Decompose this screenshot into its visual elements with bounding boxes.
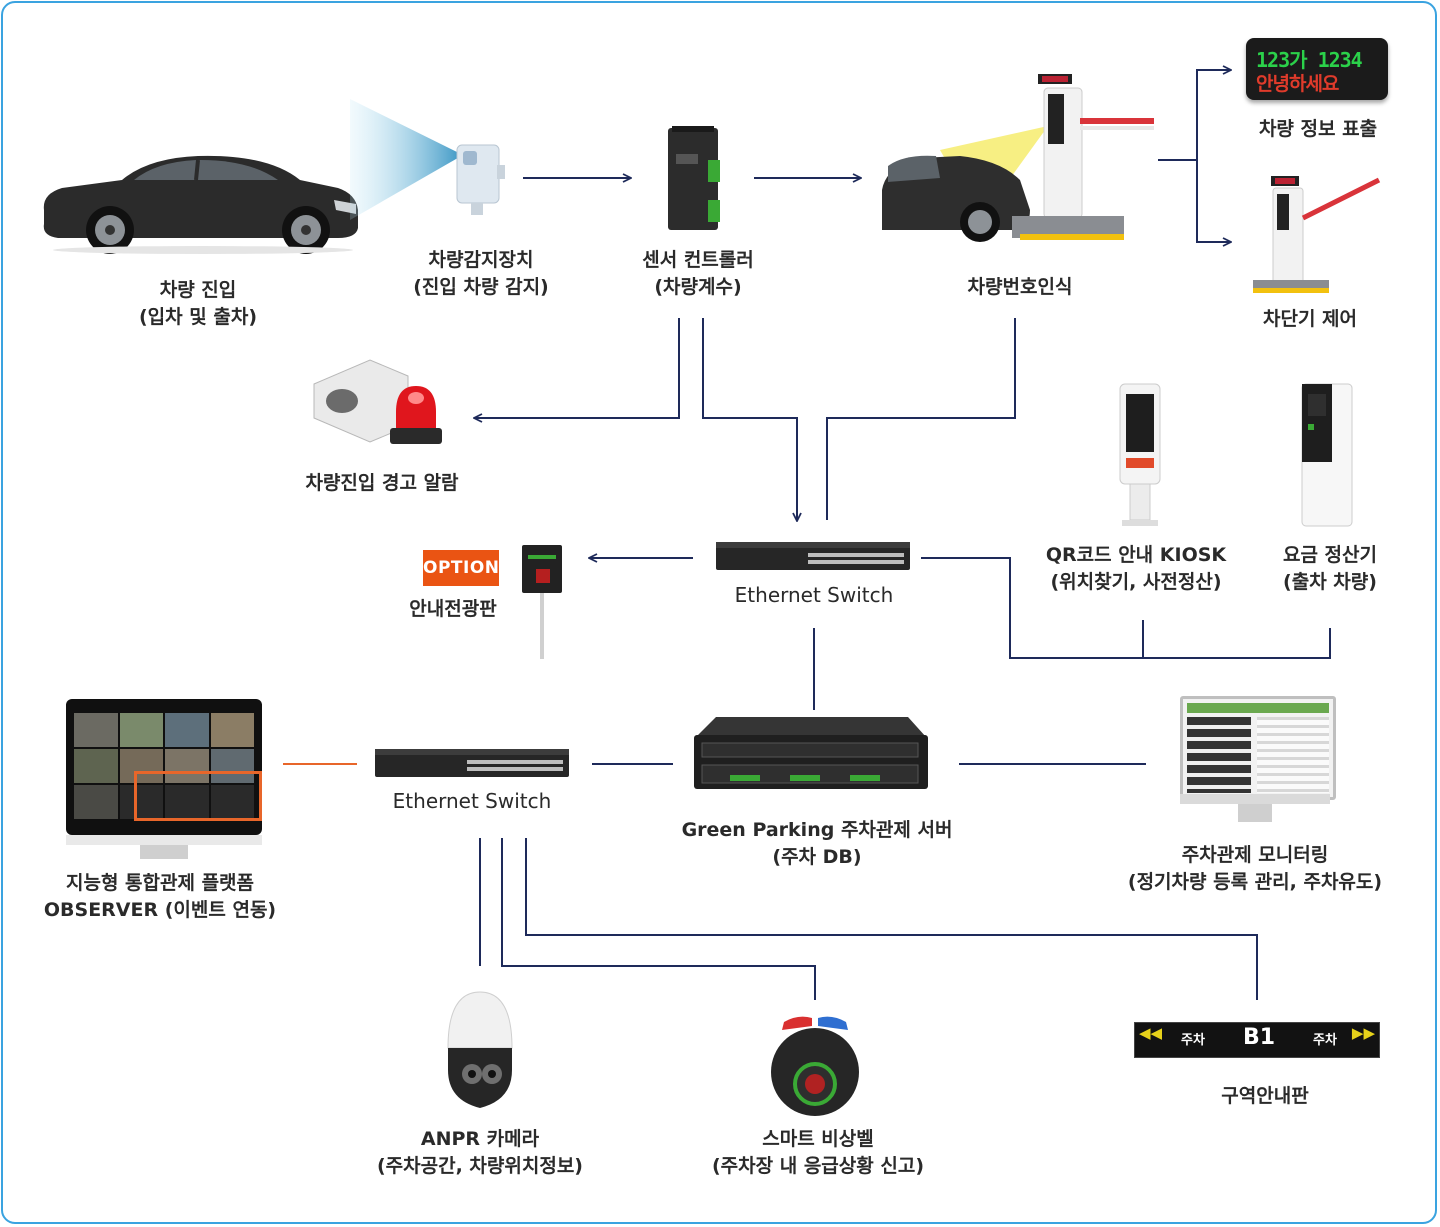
screen-panel-left <box>1187 717 1251 793</box>
monitor-stand <box>140 845 188 859</box>
car-icon <box>43 155 359 254</box>
monitoring-screen-icon <box>1180 696 1336 800</box>
led-display-icon: 123가 1234 안녕하세요 <box>1246 38 1388 100</box>
server-icon <box>694 717 928 789</box>
option-badge: OPTION <box>423 550 499 586</box>
arrow-to-switch <box>702 318 797 520</box>
label-vehicle-sensor-line1: 차량감지장치 <box>428 249 534 271</box>
label-anpr-camera: ANPR 카메라 (주차공간, 차량위치정보) <box>350 1126 610 1180</box>
cctv-grid <box>74 713 254 819</box>
label-anpr-camera-line1: ANPR 카메라 <box>420 1128 540 1150</box>
alarm-icon <box>313 359 442 444</box>
label-fee-machine-line2: (출차 차량) <box>1283 571 1377 593</box>
line-switch-to-kiosks <box>921 557 1331 659</box>
zone-sign-center: B1 <box>1243 1025 1276 1050</box>
label-car-entry-line2: (입차 및 출차) <box>139 306 257 328</box>
label-zone-sign: 구역안내판 <box>1180 1083 1350 1110</box>
sensor-controller-icon <box>668 126 720 230</box>
label-barrier-control: 차단기 제어 <box>1210 306 1410 333</box>
label-ethernet-switch-bottom-line1: Ethernet Switch <box>392 789 552 813</box>
label-server-line2: (주차 DB) <box>772 846 862 868</box>
label-entry-alarm-line1: 차량진입 경고 알람 <box>305 472 459 494</box>
label-sensor-controller-line2: (차량계수) <box>654 276 742 298</box>
guide-board-icon <box>522 545 562 659</box>
line-lpr-to-switch <box>826 318 1016 520</box>
barrier-icon <box>1253 176 1381 293</box>
led-line-1: 123가 1234 <box>1256 48 1363 72</box>
fee-machine-icon <box>1301 383 1353 527</box>
label-server: Green Parking 주차관제 서버 (주차 DB) <box>660 817 974 871</box>
right-arrow-icon: ▶▶ <box>1351 1024 1375 1042</box>
label-plate-recognition: 차량번호인식 <box>920 274 1120 301</box>
anpr-camera-icon <box>447 991 513 1108</box>
zone-sign-icon: ◀◀ 주차 B1 주차 ▶▶ <box>1134 1022 1380 1058</box>
ethernet-switch-bottom-icon <box>375 749 569 777</box>
label-sensor-controller: 센서 컨트롤러 (차량계수) <box>598 247 798 301</box>
label-qr-kiosk-line1: QR코드 안내 KIOSK <box>1045 544 1227 566</box>
label-vehicle-sensor: 차량감지장치 (진입 차량 감지) <box>378 247 584 301</box>
label-server-line1: Green Parking 주차관제 서버 <box>681 819 953 841</box>
label-emergency-bell: 스마트 비상벨 (주차장 내 응급상황 신고) <box>680 1126 956 1180</box>
label-ethernet-switch-top-line1: Ethernet Switch <box>734 583 894 607</box>
observer-monitor-icon <box>66 699 262 835</box>
label-monitoring-line1: 주차관제 모니터링 <box>1181 844 1329 866</box>
label-monitoring: 주차관제 모니터링 (정기차량 등록 관리, 주차유도) <box>1110 842 1400 896</box>
label-fee-machine-line1: 요금 정산기 <box>1282 544 1377 566</box>
label-car-entry: 차량 진입 (입차 및 출차) <box>98 277 298 331</box>
label-vehicle-sensor-line2: (진입 차량 감지) <box>413 276 549 298</box>
label-guide-board: 안내전광판 <box>388 596 518 623</box>
label-guide-board-line1: 안내전광판 <box>409 598 497 620</box>
ethernet-switch-top-icon <box>716 542 910 570</box>
label-plate-recognition-line1: 차량번호인식 <box>967 276 1073 298</box>
label-vehicle-display: 차량 정보 표출 <box>1218 116 1418 143</box>
arrow-to-alarm <box>475 318 680 418</box>
qr-kiosk-icon <box>1119 383 1161 526</box>
zone-sign-left: 주차 <box>1181 1033 1205 1048</box>
emergency-bell-icon <box>771 1016 859 1116</box>
line-to-bell <box>501 838 816 1000</box>
monitoring-stand <box>1238 804 1272 822</box>
label-emergency-bell-line2: (주차장 내 응급상황 신고) <box>711 1155 924 1177</box>
monitoring-bezel <box>1180 794 1330 804</box>
label-emergency-bell-line1: 스마트 비상벨 <box>762 1128 874 1150</box>
vehicle-sensor-icon <box>350 99 505 220</box>
arrow-to-display <box>1158 70 1230 161</box>
line-to-zone-sign <box>525 838 1258 1000</box>
label-ethernet-switch-bottom: Ethernet Switch <box>362 788 582 815</box>
label-fee-machine: 요금 정산기 (출차 차량) <box>1252 542 1408 596</box>
label-car-entry-line1: 차량 진입 <box>159 279 237 301</box>
label-observer-platform: 지능형 통합관제 플랫폼 OBSERVER (이벤트 연동) <box>30 870 290 924</box>
monitor-bezel <box>66 835 262 845</box>
label-qr-kiosk: QR코드 안내 KIOSK (위치찾기, 사전정산) <box>1030 542 1242 596</box>
label-monitoring-line2: (정기차량 등록 관리, 주차유도) <box>1127 871 1383 893</box>
plate-recognition-icon <box>882 74 1154 242</box>
left-arrow-icon: ◀◀ <box>1139 1024 1163 1042</box>
label-entry-alarm: 차량진입 경고 알람 <box>272 470 492 497</box>
event-highlight <box>134 771 262 821</box>
label-zone-sign-line1: 구역안내판 <box>1221 1085 1309 1107</box>
label-vehicle-display-line1: 차량 정보 표출 <box>1258 118 1378 140</box>
arrow-to-barrier <box>1196 160 1230 242</box>
label-sensor-controller-line1: 센서 컨트롤러 <box>642 249 754 271</box>
screen-header <box>1187 703 1329 713</box>
zone-sign-right: 주차 <box>1313 1033 1337 1048</box>
label-qr-kiosk-line2: (위치찾기, 사전정산) <box>1050 571 1222 593</box>
led-line-2: 안녕하세요 <box>1256 73 1339 95</box>
label-ethernet-switch-top: Ethernet Switch <box>704 582 924 609</box>
label-barrier-control-line1: 차단기 제어 <box>1262 308 1357 330</box>
screen-panel-right <box>1257 717 1329 793</box>
label-observer-platform-line1: 지능형 통합관제 플랫폼 <box>65 872 255 894</box>
label-observer-platform-line2: OBSERVER (이벤트 연동) <box>43 899 277 921</box>
label-anpr-camera-line2: (주차공간, 차량위치정보) <box>376 1155 583 1177</box>
